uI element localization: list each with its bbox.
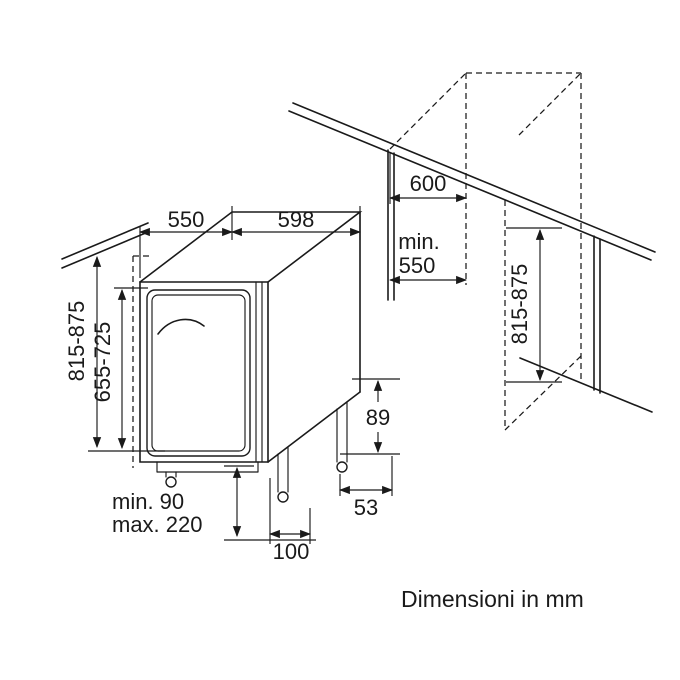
- dim-label-niche-depth-min-line2: 550: [399, 253, 436, 278]
- dim-label-plinth-range-min: min. 90: [112, 489, 184, 514]
- front-right-foot-stem: [277, 446, 289, 493]
- dimension-niche-width: 600: [388, 152, 468, 204]
- dimension-plinth-depth: 100: [268, 478, 312, 564]
- rear-right-foot: [336, 461, 348, 473]
- door-handle: [157, 318, 205, 335]
- countertop-bottom-edge: [288, 110, 652, 261]
- dim-label-plinth-range-max: max. 220: [112, 512, 203, 537]
- dimension-niche-depth-min: min. 550: [388, 229, 468, 285]
- dimension-door-panel-height: 655-725: [90, 287, 148, 450]
- left-counter-stub-top: [61, 222, 149, 260]
- dishwasher-front-face: [139, 281, 269, 463]
- dishwasher-door: [146, 289, 251, 457]
- niche-dashed-box: [132, 72, 582, 468]
- dim-label-rear-foot-height: 89: [366, 405, 390, 430]
- niche-bottom-right-depth-edge: [504, 355, 582, 431]
- dimension-rear-offset: 53: [338, 456, 394, 520]
- countertop: [61, 102, 656, 269]
- dimension-rear-foot-height: 89: [340, 378, 400, 455]
- dim-label-plinth-depth: 100: [273, 539, 310, 564]
- dim-label-niche-width: 600: [410, 171, 447, 196]
- dim-label-door-panel-height: 655-725: [90, 322, 115, 403]
- dimension-niche-height: 815-875: [506, 227, 562, 383]
- dimension-appliance-width: 598: [230, 206, 362, 240]
- front-right-foot: [277, 491, 289, 503]
- dimension-plinth-range: min. 90 max. 220: [112, 465, 316, 541]
- countertop-front-edge: [292, 102, 656, 253]
- niche-top-right-depth-edge: [518, 72, 582, 136]
- units-note: Dimensioni in mm: [401, 586, 584, 612]
- dimension-appliance-height: 815-875: [64, 255, 165, 452]
- dim-label-niche-depth-min-line1: min.: [398, 229, 440, 254]
- dishwasher-side-bottom-edge: [267, 391, 361, 463]
- dishwasher: [139, 211, 363, 503]
- front-left-foot: [165, 476, 177, 488]
- rear-right-foot-stem: [336, 401, 348, 463]
- left-counter-stub-bottom: [61, 231, 149, 269]
- dim-label-appliance-depth: 550: [168, 207, 205, 232]
- dim-label-niche-height: 815-875: [507, 264, 532, 345]
- dishwasher-door-inner: [151, 294, 246, 452]
- dim-label-rear-offset: 53: [354, 495, 378, 520]
- dimension-appliance-depth: 550: [138, 206, 234, 278]
- niche-top-left-depth-edge: [389, 72, 467, 150]
- front-left-foot-stem: [165, 471, 177, 478]
- dim-label-appliance-height: 815-875: [64, 301, 89, 382]
- dim-label-appliance-width: 598: [278, 207, 315, 232]
- dishwasher-top-face: [139, 211, 363, 283]
